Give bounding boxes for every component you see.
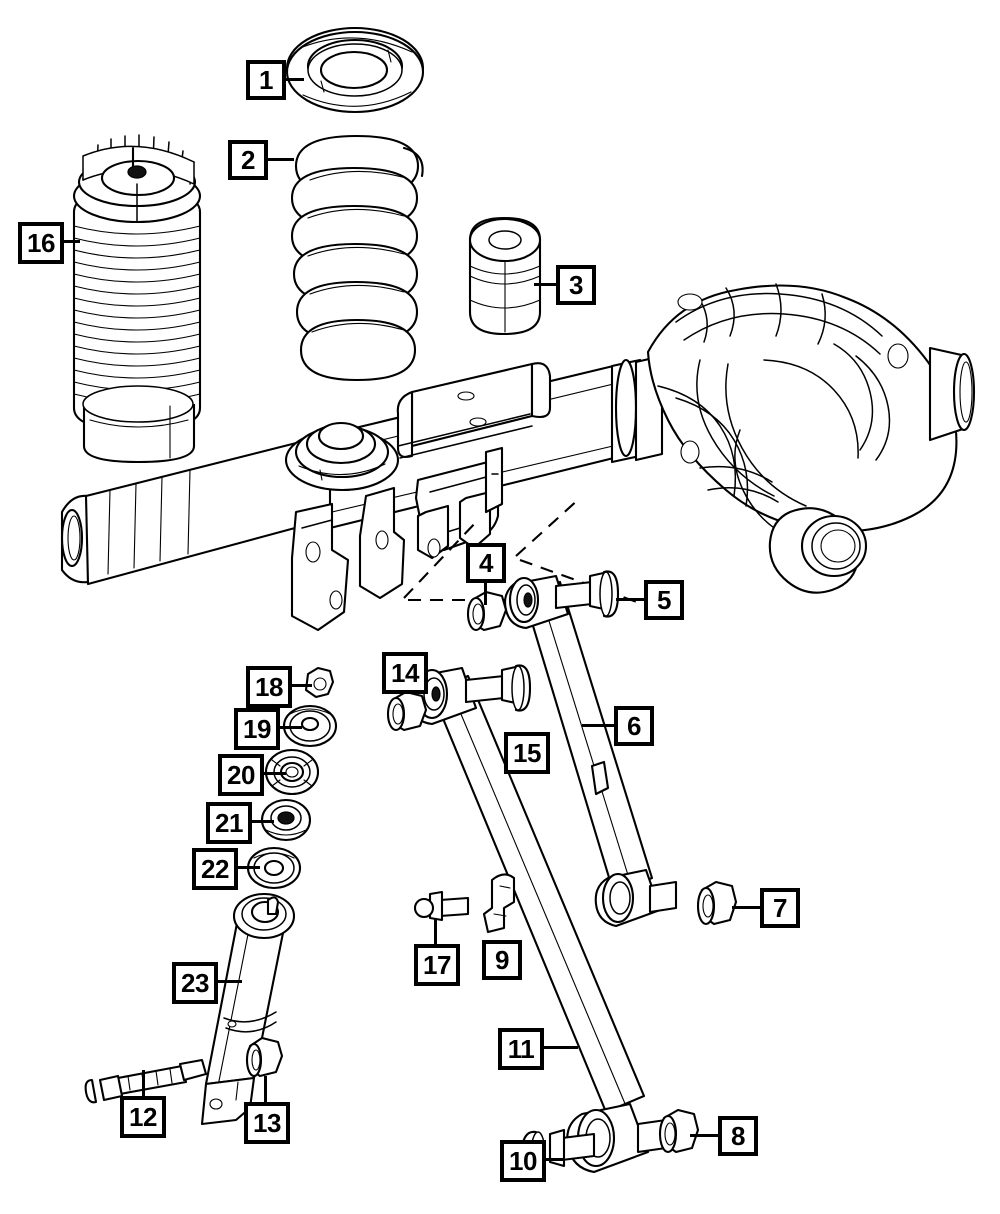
- part-23-shock-absorber: [200, 892, 296, 1126]
- callout-7-lower-arm-frame-nut[interactable]: 7: [760, 888, 800, 928]
- callout-19-shock-upper-retainer[interactable]: 19: [234, 708, 280, 750]
- callout-17-air-spring-stud-bolt[interactable]: 17: [414, 944, 460, 986]
- callout-16-air-spring[interactable]: 16: [18, 222, 64, 264]
- leader-line-10: [546, 1158, 564, 1161]
- leader-line-3: [534, 283, 556, 286]
- callout-15-upper-arm-frame-bolt[interactable]: 15: [504, 732, 550, 774]
- callout-6-upper-control-arm[interactable]: 6: [614, 706, 654, 746]
- callout-2-rear-coil-spring[interactable]: 2: [228, 140, 268, 180]
- leader-line-8: [690, 1134, 718, 1137]
- part-16-air-spring: [72, 134, 202, 464]
- leader-line-4: [484, 583, 487, 605]
- part-4-nut: [466, 590, 508, 632]
- callout-14-upper-arm-frame-nut[interactable]: 14: [382, 652, 428, 694]
- part-13-nut: [245, 1036, 284, 1078]
- leader-line-5: [616, 598, 644, 601]
- part-9-retainer-clip: [482, 873, 516, 934]
- callout-4-upper-control-arm-nut[interactable]: 4: [466, 543, 506, 583]
- callout-8-lower-arm-rear-nut[interactable]: 8: [718, 1116, 758, 1156]
- callout-18-shock-absorber-upper-nut[interactable]: 18: [246, 666, 292, 708]
- leader-line-19: [280, 726, 302, 729]
- callout-12-shock-absorber-lower-bolt[interactable]: 12: [120, 1096, 166, 1138]
- callout-5-upper-arm-axle-bolt[interactable]: 5: [644, 580, 684, 620]
- part-2-coil-spring: [290, 134, 424, 382]
- part-15-bolt: [464, 664, 532, 712]
- part-22-lower-retainer: [246, 846, 302, 890]
- part-3-jounce-bumper: [468, 216, 542, 336]
- callout-10-lower-arm-rear-bolt[interactable]: 10: [500, 1140, 546, 1182]
- part-17-stud-bolt: [413, 890, 470, 922]
- part-5-bolt: [554, 570, 620, 618]
- leader-line-17: [434, 918, 437, 944]
- part-21-lower-bushing: [260, 798, 312, 842]
- leader-line-23: [218, 980, 242, 983]
- part-7-nut: [696, 880, 738, 926]
- part-14-nut: [386, 690, 428, 732]
- callout-9-lower-arm-bracket-retainer[interactable]: 9: [482, 940, 522, 980]
- rear-axle-assembly: [60, 283, 976, 632]
- leader-line-22: [238, 866, 260, 869]
- leader-line-11: [544, 1046, 578, 1049]
- leader-line-12: [142, 1070, 145, 1096]
- callout-11-lower-control-arm[interactable]: 11: [498, 1028, 544, 1070]
- leader-line-20: [264, 772, 286, 775]
- callout-21-shock-lower-bushing[interactable]: 21: [206, 802, 252, 844]
- part-19-upper-retainer: [282, 704, 338, 748]
- leader-line-7: [732, 906, 760, 909]
- leader-line-1: [286, 78, 304, 81]
- part-1-spring-isolator: [285, 26, 425, 114]
- callout-1-spring-isolator[interactable]: 1: [246, 60, 286, 100]
- part-8-nut: [658, 1108, 700, 1154]
- callout-20-shock-upper-bushing[interactable]: 20: [218, 754, 264, 796]
- part-18-nut: [304, 666, 335, 699]
- leader-line-2: [268, 158, 294, 161]
- callout-23-rear-shock-absorber[interactable]: 23: [172, 962, 218, 1004]
- leader-line-18: [292, 684, 312, 687]
- callout-22-shock-lower-retainer[interactable]: 22: [192, 848, 238, 890]
- leader-line-21: [252, 820, 274, 823]
- leader-line-6: [582, 724, 614, 727]
- callout-13-shock-absorber-lower-nut[interactable]: 13: [244, 1102, 290, 1144]
- callout-3-jounce-bumper[interactable]: 3: [556, 265, 596, 305]
- part-6-upper-control-arm: [503, 570, 678, 928]
- leader-line-13: [264, 1076, 267, 1102]
- leader-line-16: [64, 240, 80, 243]
